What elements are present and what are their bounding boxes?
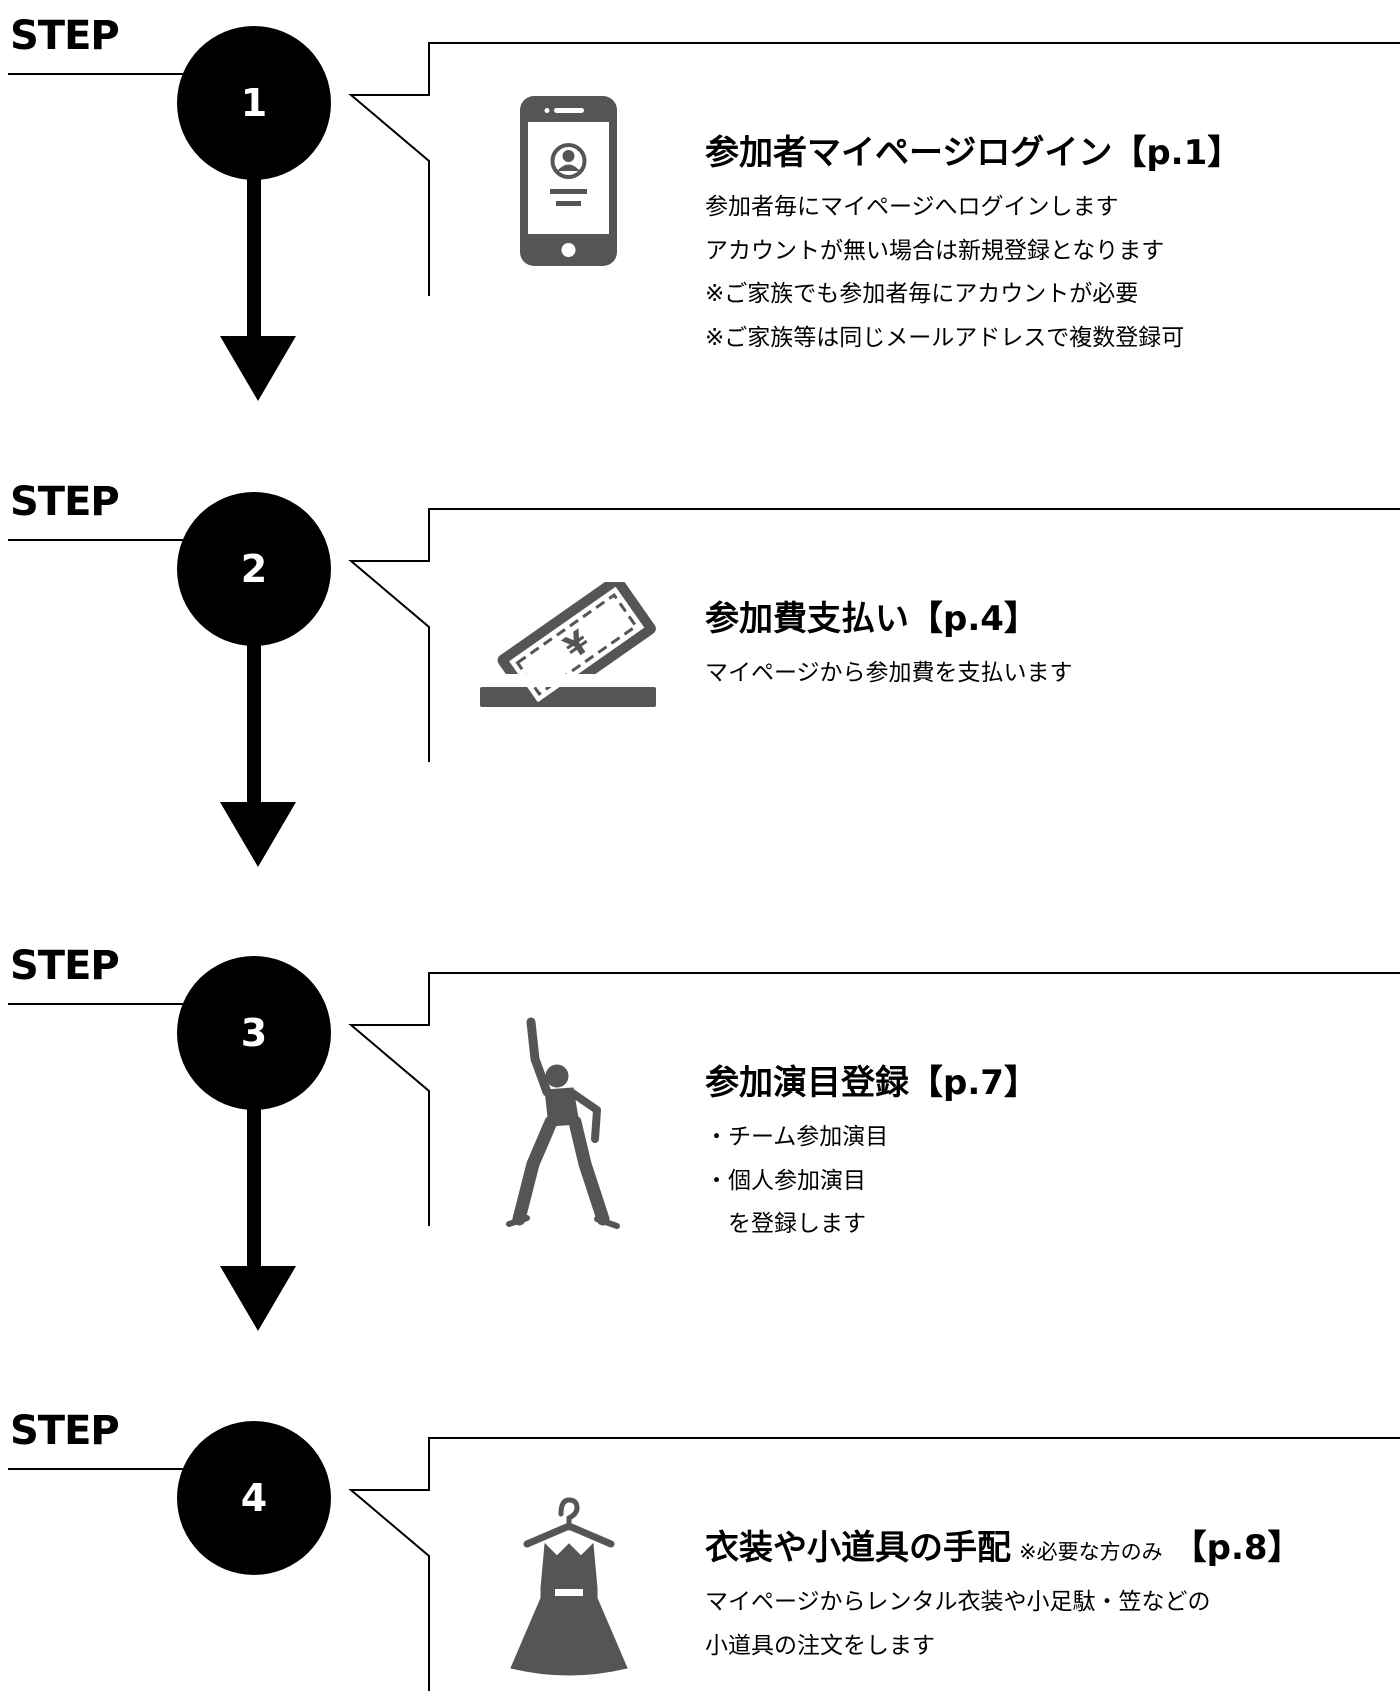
step-label: STEP: [10, 479, 120, 525]
step-label: STEP: [10, 943, 120, 989]
step-label: STEP: [10, 13, 120, 59]
description-line: マイページから参加費を支払います: [705, 660, 1073, 686]
step-description: ・チーム参加演目 ・個人参加演目 を登録します: [705, 1116, 888, 1247]
description-line: 小道具の注文をします: [705, 1632, 935, 1659]
step-number-badge: 4: [177, 1421, 331, 1575]
step-title: 衣装や小道具の手配 ※必要な方のみ【p.8】: [705, 1520, 1302, 1569]
step-number-badge: 2: [177, 492, 331, 646]
description-line: アカウントが無い場合は新規登録となります: [705, 237, 1165, 264]
step-description: 参加者毎にマイページへログインします アカウントが無い場合は新規登録となります …: [705, 186, 1184, 360]
step-connector: [220, 972, 1400, 1331]
step-3: STEP 3 参加演目登録【p.7】 ・チーム参加演目 ・個人参加演目 を登録し…: [0, 946, 1400, 1386]
step-number-badge: 3: [177, 956, 331, 1110]
step-description: マイページからレンタル衣装や小足駄・笠などの 小道具の注文をします: [705, 1581, 1211, 1668]
step-title: 参加演目登録【p.7】: [705, 1063, 1038, 1103]
step-label: STEP: [10, 1408, 120, 1454]
title-page-ref: 【p.8】: [1172, 1528, 1302, 1568]
yen-ticket-icon: ¥: [480, 582, 656, 707]
step-connector: [220, 42, 1400, 401]
description-line: ※ご家族でも参加者毎にアカウントが必要: [705, 281, 1139, 307]
step-rule: [8, 73, 188, 75]
step-4: STEP 4 衣装や小道具の手配 ※必要な方のみ【p.8】 マイページからレンタル…: [0, 1411, 1400, 1691]
step-2: STEP 2 ¥ 参加費支払い【p.4】 マイページから参加費を支払います: [0, 482, 1400, 922]
description-line: ※ご家族等は同じメールアドレスで複数登録可: [705, 324, 1185, 351]
dress-hanger-icon: [510, 1497, 628, 1676]
smartphone-user-icon: [520, 96, 617, 266]
step-connector: [220, 508, 1400, 867]
step-rule: [8, 1003, 188, 1005]
description-line: マイページからレンタル衣装や小足駄・笠などの: [705, 1589, 1211, 1615]
step-rule: [8, 1468, 188, 1470]
title-note: ※必要な方のみ: [1019, 1540, 1163, 1564]
description-line: を登録します: [705, 1211, 866, 1237]
description-line: ・チーム参加演目: [705, 1124, 889, 1150]
dancer-icon: [506, 1017, 620, 1229]
step-1: STEP 1 参加者マイページログイン【p.1】 参加者毎にマイページへログイン…: [0, 16, 1400, 456]
description-line: ・個人参加演目: [705, 1167, 866, 1194]
step-rule: [8, 539, 188, 541]
step-connector: [348, 1437, 1400, 1691]
title-main: 衣装や小道具の手配: [705, 1528, 1011, 1568]
description-line: 参加者毎にマイページへログインします: [705, 194, 1119, 220]
step-title: 参加者マイページログイン【p.1】: [705, 133, 1242, 173]
step-title: 参加費支払い【p.4】: [705, 599, 1038, 639]
step-description: マイページから参加費を支払います: [705, 652, 1073, 696]
step-number-badge: 1: [177, 26, 331, 180]
